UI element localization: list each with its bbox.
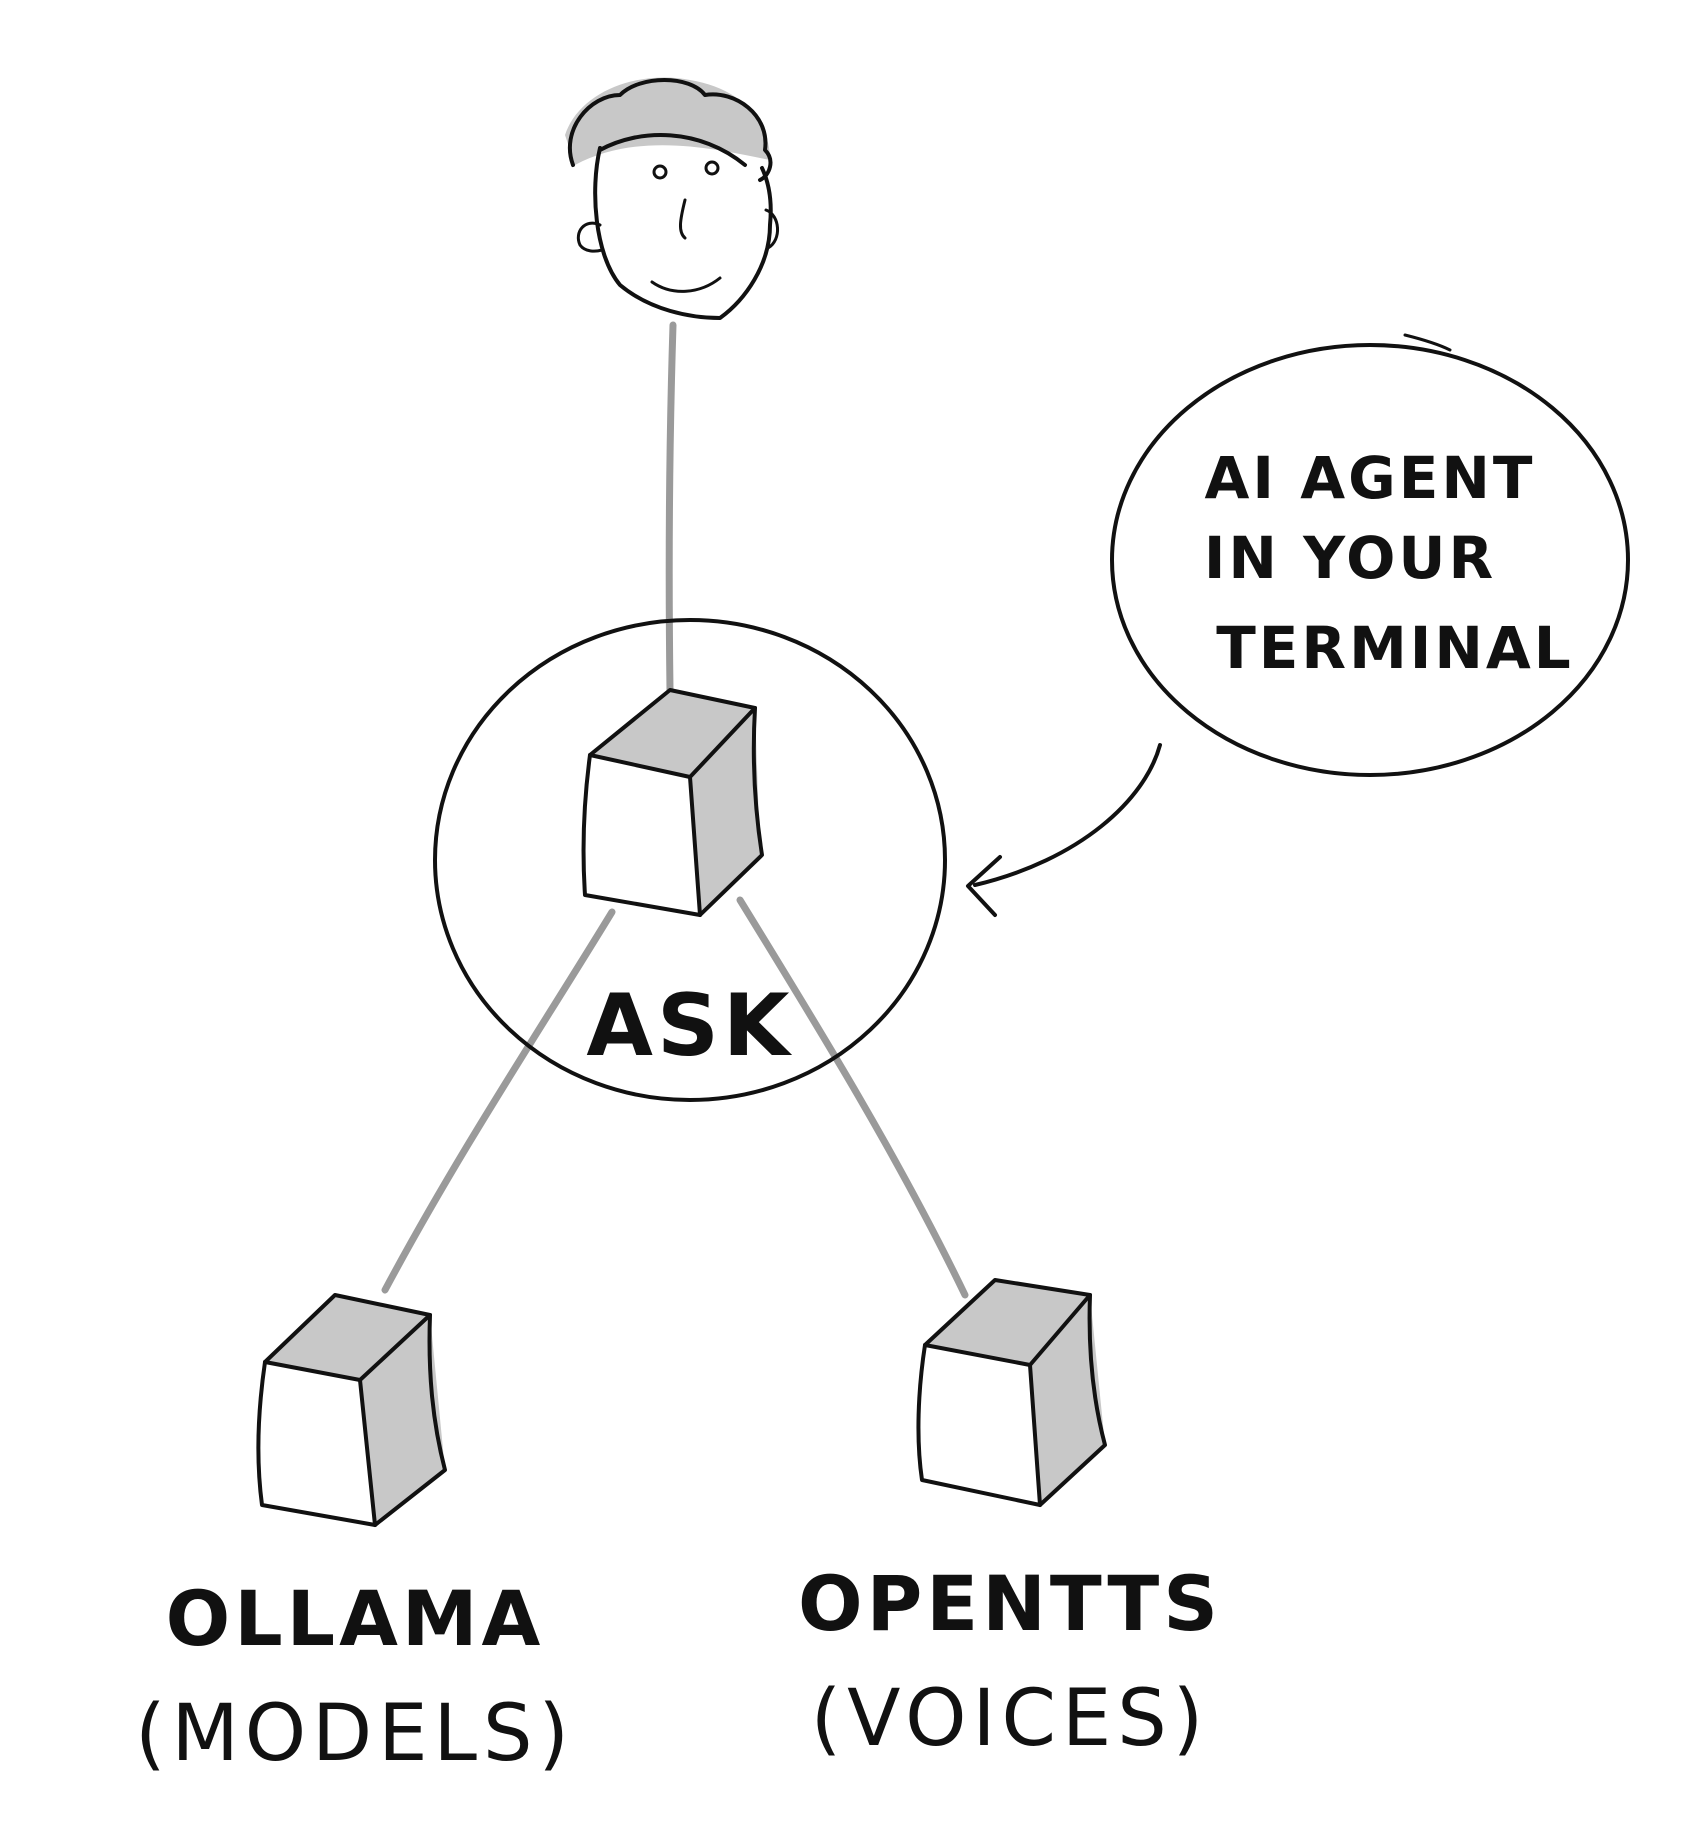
ollama-sublabel: (MODELS) [135, 1689, 575, 1779]
callout-bubble-tail [1403, 333, 1452, 352]
callout-line-2: IN YOUR [1204, 524, 1496, 592]
cube-icon [916, 1278, 1107, 1507]
curved-arrow-icon [966, 743, 1162, 917]
ask-label: ASK [586, 976, 793, 1076]
opentts-label: OPENTTS [798, 1559, 1222, 1648]
callout-bubble [1110, 343, 1630, 777]
user-face-icon [565, 77, 779, 320]
connector-user-to-ask [665, 321, 677, 694]
callout-line-3: TERMINAL [1216, 614, 1574, 682]
ask-boundary-circle [433, 618, 947, 1102]
cube-icon [256, 1293, 447, 1527]
ollama-label: OLLAMA [166, 1574, 545, 1663]
cube-icon [581, 688, 764, 917]
connector-ask-to-opentts [736, 896, 969, 1299]
connector-ask-to-ollama [381, 908, 616, 1294]
opentts-sublabel: (VOICES) [811, 1674, 1210, 1764]
callout-line-1: AI AGENT [1205, 444, 1536, 512]
